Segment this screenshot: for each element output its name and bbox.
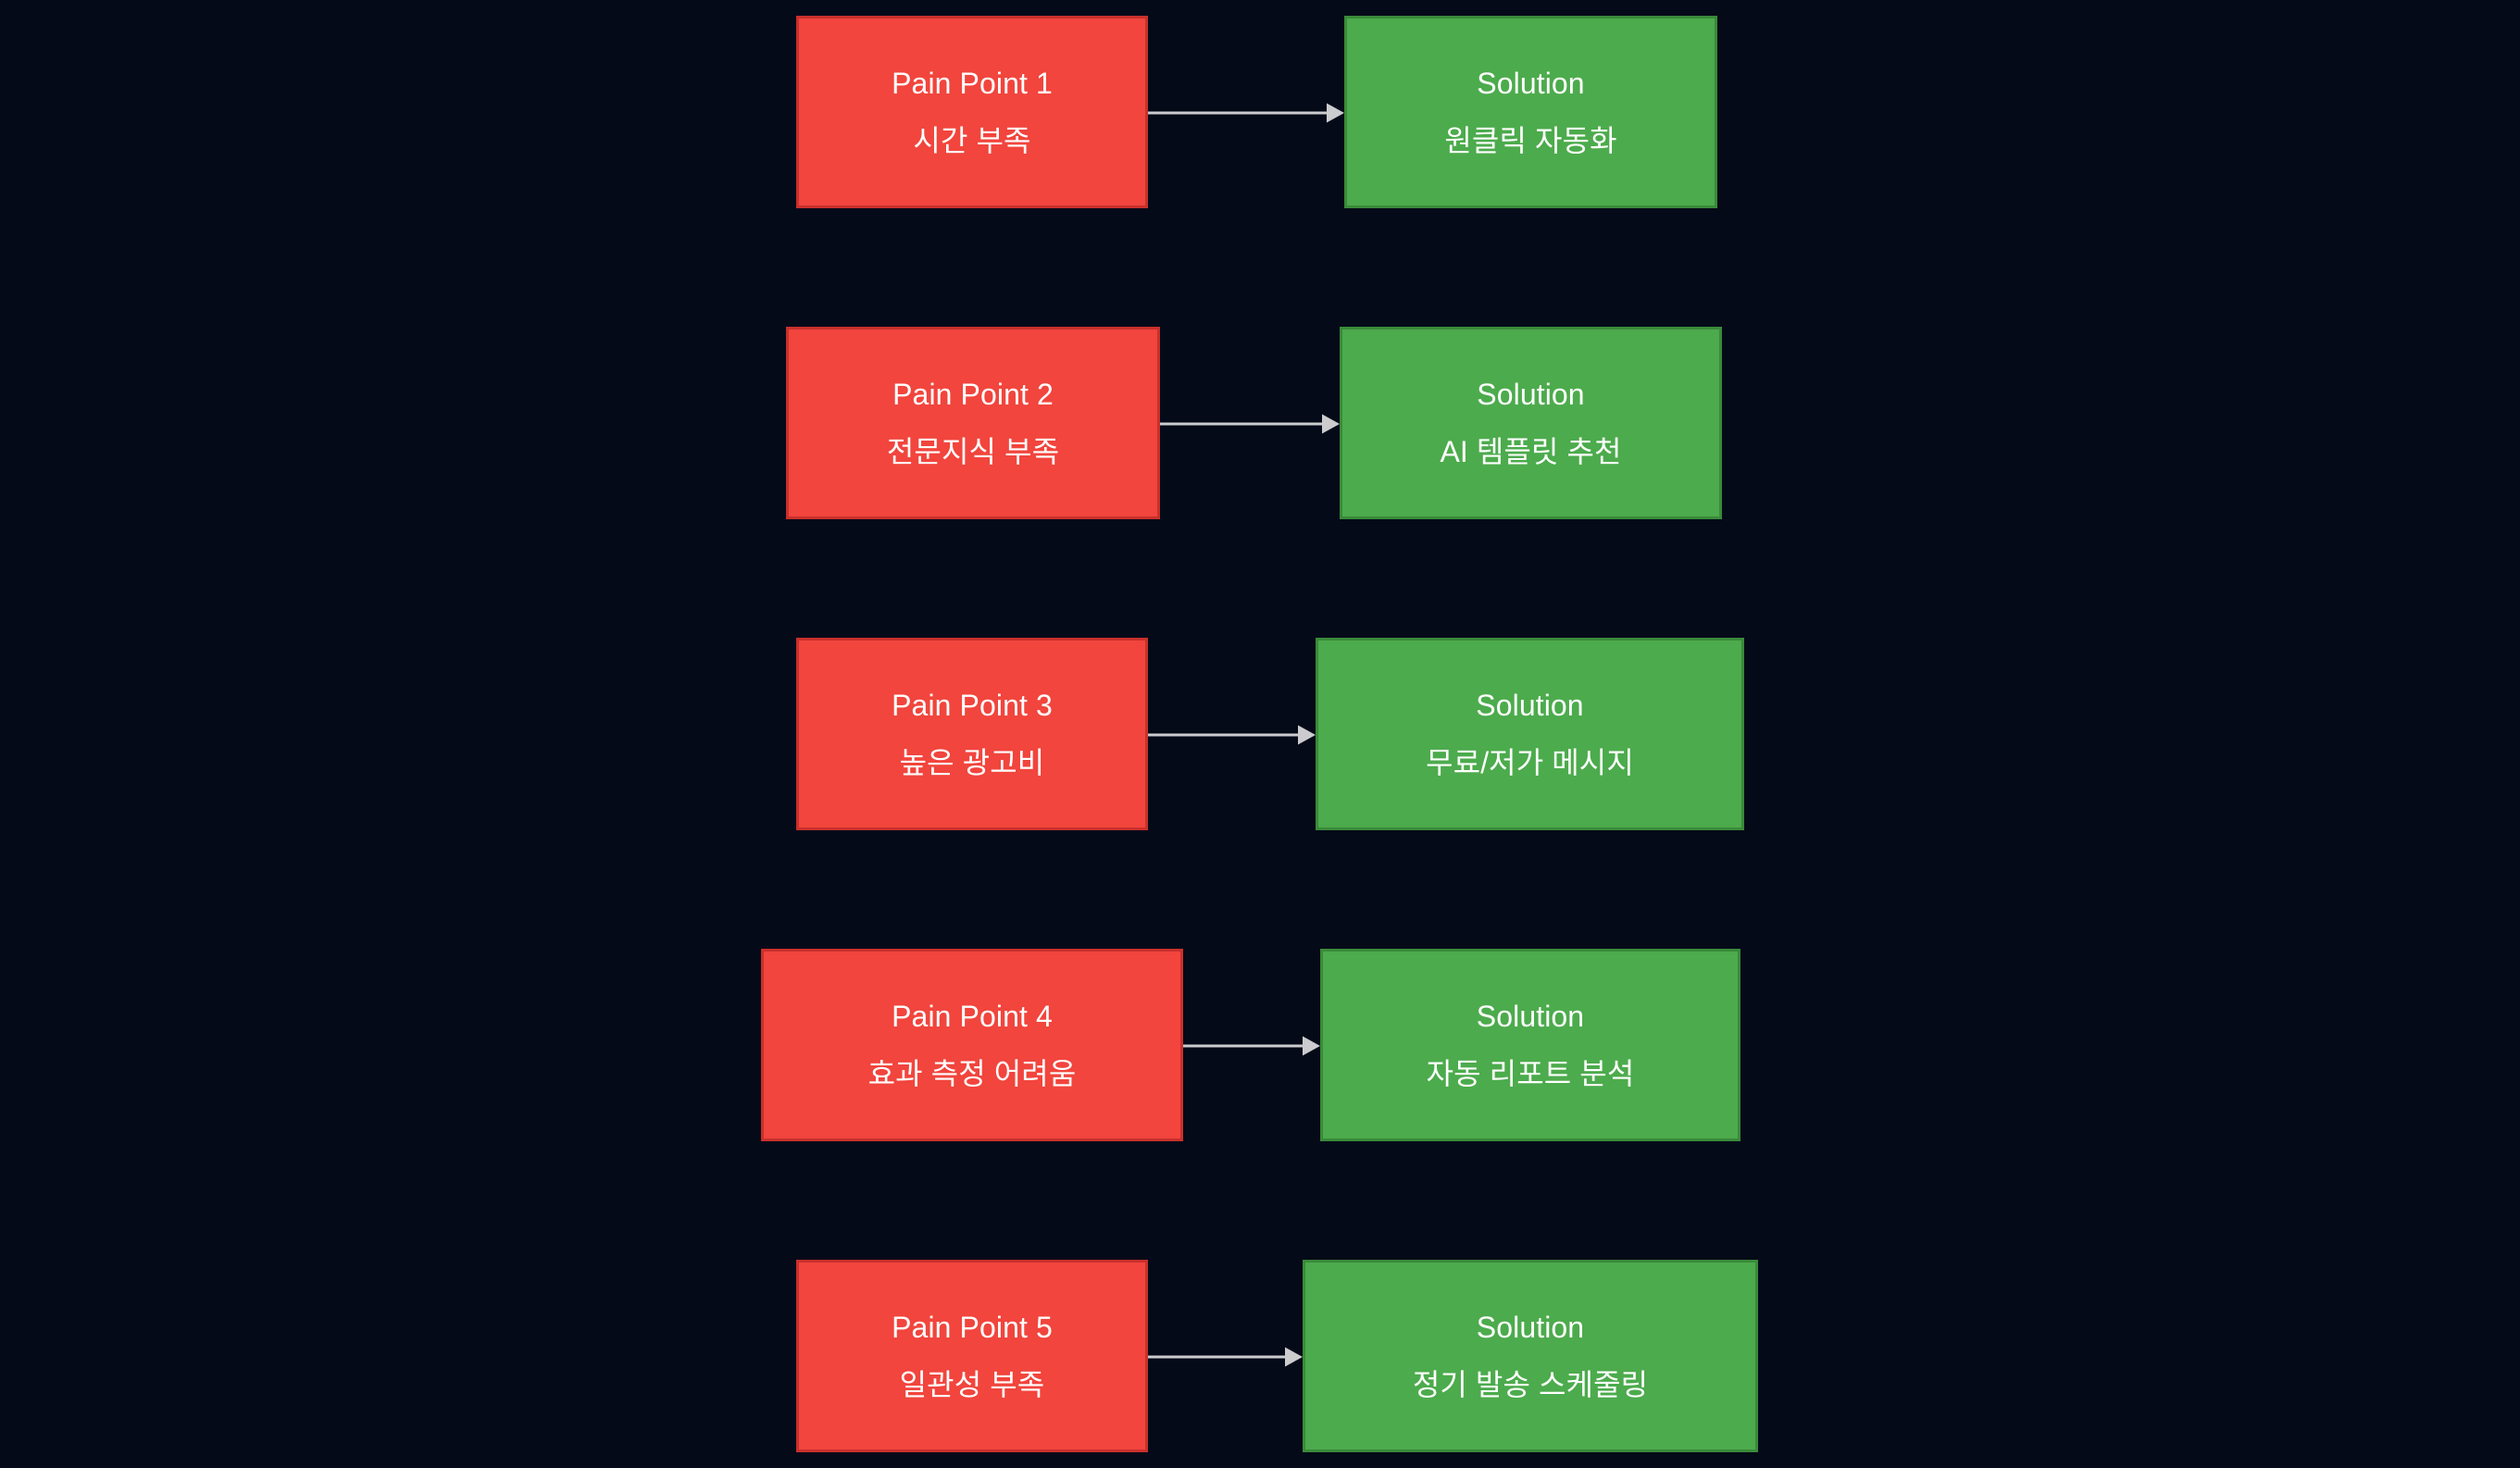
solution-title: Solution: [1477, 67, 1585, 100]
pain-point-node[interactable]: Pain Point 2 전문지식 부족: [786, 327, 1160, 519]
arrow-connector: [1148, 724, 1316, 746]
pain-point-title: Pain Point 2: [892, 378, 1054, 411]
pain-point-detail: 높은 광고비: [899, 746, 1045, 779]
solution-title: Solution: [1476, 689, 1584, 722]
flow-row: Pain Point 3 높은 광고비 Solution 무료/저가 메시지: [0, 638, 2520, 830]
flow-row: Pain Point 2 전문지식 부족 Solution AI 템플릿 추천: [0, 327, 2520, 519]
pain-point-title: Pain Point 3: [892, 689, 1053, 722]
flow-row: Pain Point 5 일관성 부족 Solution 정기 발송 스케줄링: [0, 1260, 2520, 1452]
solution-detail: AI 템플릿 추천: [1440, 435, 1622, 468]
arrow-head-icon: [1285, 1347, 1303, 1367]
solution-title: Solution: [1476, 1311, 1585, 1344]
solution-node[interactable]: Solution 원클릭 자동화: [1344, 16, 1717, 208]
arrow-head-icon: [1298, 725, 1316, 745]
arrow-connector: [1183, 1035, 1320, 1057]
pain-point-node[interactable]: Pain Point 1 시간 부족: [796, 16, 1148, 208]
pain-point-title: Pain Point 1: [892, 67, 1053, 100]
pain-point-node[interactable]: Pain Point 5 일관성 부족: [796, 1260, 1148, 1452]
solution-title: Solution: [1476, 1000, 1585, 1033]
solution-title: Solution: [1477, 378, 1585, 411]
pain-point-node[interactable]: Pain Point 4 효과 측정 어려움: [761, 949, 1183, 1141]
pain-point-detail: 효과 측정 어려움: [867, 1057, 1077, 1090]
solution-detail: 원클릭 자동화: [1444, 124, 1617, 157]
pain-point-detail: 전문지식 부족: [886, 435, 1060, 468]
pain-point-title: Pain Point 5: [892, 1311, 1053, 1344]
flow-row: Pain Point 1 시간 부족 Solution 원클릭 자동화: [0, 16, 2520, 208]
pain-point-detail: 시간 부족: [913, 124, 1031, 157]
flow-row: Pain Point 4 효과 측정 어려움 Solution 자동 리포트 분석: [0, 949, 2520, 1141]
solution-node[interactable]: Solution 정기 발송 스케줄링: [1303, 1260, 1758, 1452]
solution-detail: 자동 리포트 분석: [1426, 1057, 1635, 1090]
solution-node[interactable]: Solution 무료/저가 메시지: [1316, 638, 1744, 830]
arrow-connector: [1148, 102, 1344, 124]
solution-node[interactable]: Solution 자동 리포트 분석: [1320, 949, 1740, 1141]
solution-detail: 무료/저가 메시지: [1426, 746, 1634, 779]
solution-detail: 정기 발송 스케줄링: [1412, 1368, 1649, 1401]
arrow-connector: [1160, 413, 1340, 435]
solution-node[interactable]: Solution AI 템플릿 추천: [1340, 327, 1722, 519]
arrow-head-icon: [1327, 103, 1344, 123]
pain-point-title: Pain Point 4: [892, 1000, 1053, 1033]
pain-point-node[interactable]: Pain Point 3 높은 광고비: [796, 638, 1148, 830]
arrow-head-icon: [1322, 414, 1340, 434]
arrow-head-icon: [1303, 1036, 1320, 1056]
arrow-connector: [1148, 1346, 1303, 1368]
pain-point-detail: 일관성 부족: [899, 1368, 1045, 1401]
